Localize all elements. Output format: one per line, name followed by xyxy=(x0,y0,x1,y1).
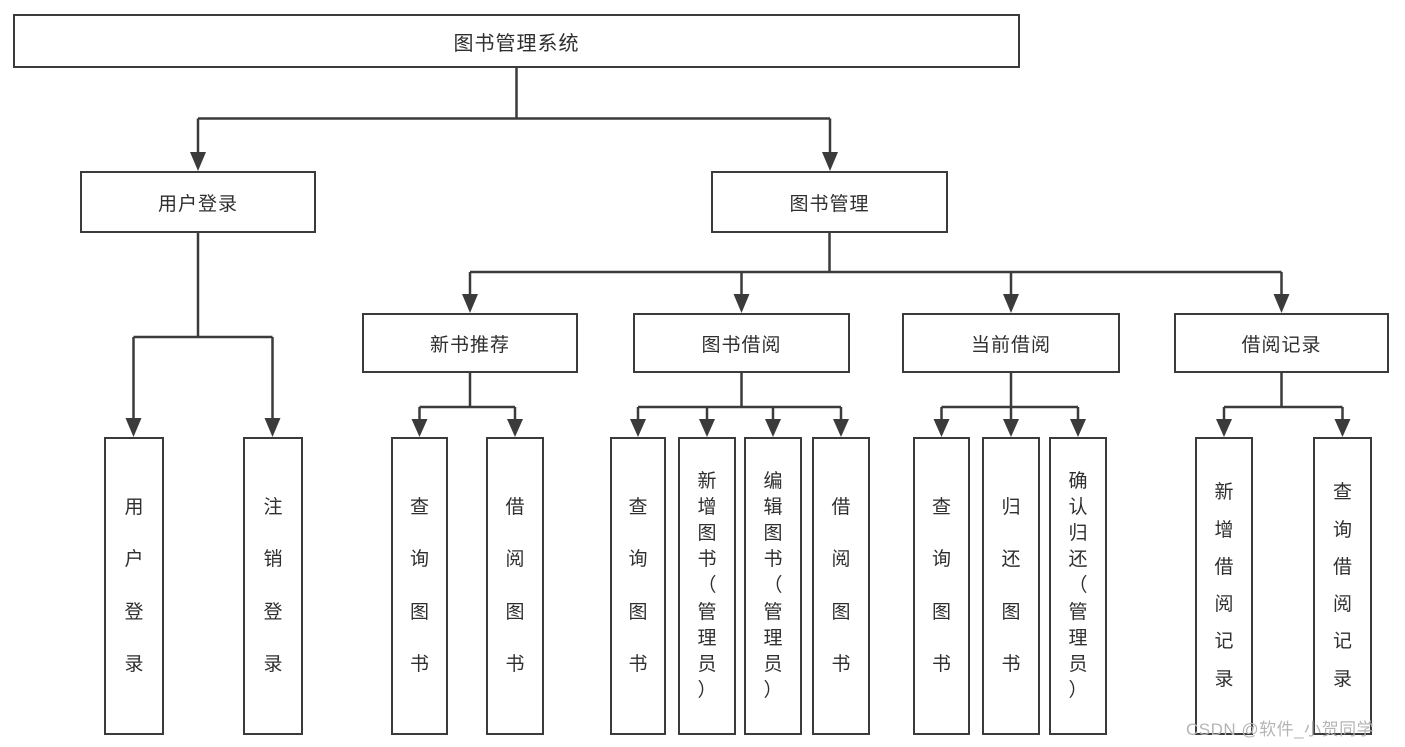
leaf-borrow-books-recommend: 借阅图书 xyxy=(486,437,544,735)
leaf-query-books-current: 查询图书 xyxy=(913,437,970,735)
leaf-logout-login: 注销登录 xyxy=(243,437,303,735)
watermark: CSDN @软件_小贺同学 xyxy=(1186,720,1375,739)
leaf-confirm-return-admin: 确认归还（管理员） xyxy=(1049,437,1107,735)
node-new-book-recommend: 新书推荐 xyxy=(362,313,578,373)
node-book-borrow: 图书借阅 xyxy=(633,313,850,373)
leaf-add-books-admin: 新增图书（管理员） xyxy=(678,437,736,735)
node-current-borrow: 当前借阅 xyxy=(902,313,1120,373)
leaf-add-borrow-record: 新增借阅记录 xyxy=(1195,437,1253,735)
node-borrow-records: 借阅记录 xyxy=(1174,313,1389,373)
leaf-borrow-books: 借阅图书 xyxy=(812,437,870,735)
node-book-management: 图书管理 xyxy=(711,171,948,233)
leaf-query-books-recommend: 查询图书 xyxy=(391,437,448,735)
leaf-query-books-borrow: 查询图书 xyxy=(610,437,666,735)
leaf-edit-books-admin: 编辑图书（管理员） xyxy=(744,437,802,735)
node-root: 图书管理系统 xyxy=(13,14,1020,68)
leaf-user-login: 用户登录 xyxy=(104,437,164,735)
node-user-login: 用户登录 xyxy=(80,171,316,233)
leaf-return-books: 归还图书 xyxy=(982,437,1040,735)
leaf-query-borrow-record: 查询借阅记录 xyxy=(1313,437,1372,735)
